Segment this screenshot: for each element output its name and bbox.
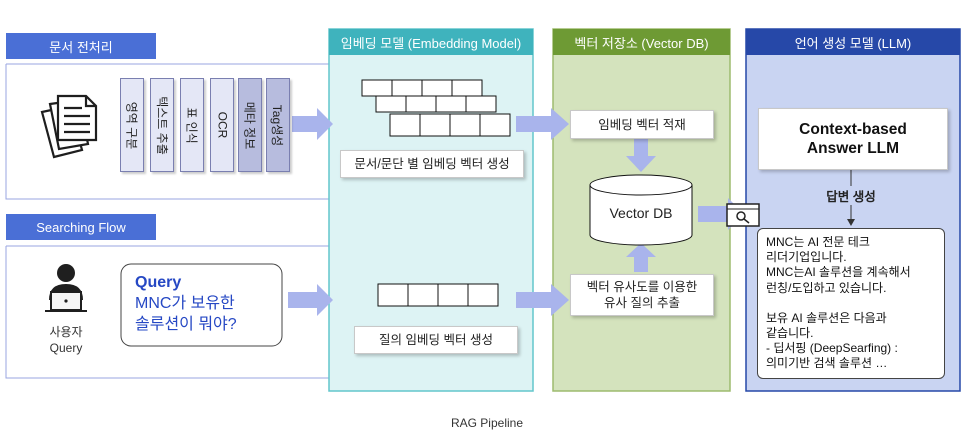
- query-embedding-grid: [377, 283, 499, 307]
- vector-db-label: Vector DB: [609, 205, 673, 221]
- arrow-down: [626, 139, 656, 172]
- document-icon: [40, 94, 98, 159]
- figure-caption: RAG Pipeline: [450, 416, 524, 430]
- arrow-preprocess: [292, 108, 333, 140]
- answer-line: MNC는 AI 전문 테크: [766, 235, 870, 249]
- doc-preprocess-title: 문서 전처리: [49, 39, 113, 55]
- query-bubble: [120, 263, 283, 347]
- tab-meta-info: 메타 정보: [238, 78, 262, 172]
- answer-line: 리더기업입니다.: [766, 250, 847, 265]
- arrow-up: [626, 243, 656, 272]
- user-label: 사용자 Query: [49, 325, 83, 355]
- tab-ocr: OCR: [210, 78, 234, 172]
- tab-region-split: 영역 구분: [120, 78, 144, 172]
- arrow-query: [288, 284, 333, 316]
- similarity-search-box: 벡터 유사도를 이용한 유사 질의 추출: [570, 274, 714, 316]
- answer-line: - 딥서핑 (DeepSearfing) :: [766, 341, 898, 356]
- tab-text-extract: 텍스트 추출: [150, 78, 174, 172]
- answer-line: 같습니다.: [766, 326, 814, 341]
- query-line-2: 솔루션이 뭐야?: [135, 316, 237, 333]
- arrow-query-search: [516, 284, 569, 316]
- doc-preprocess-header: [6, 33, 156, 59]
- answer-box: MNC는 AI 전문 테크 리더기업입니다. MNC는AI 솔루션을 계속해서 …: [757, 228, 945, 379]
- generate-answer-label: 답변 생성: [818, 186, 884, 205]
- query-line-1: MNC가 보유한: [135, 295, 235, 312]
- searching-flow-title: Searching Flow: [36, 219, 126, 235]
- searching-flow-header: [6, 214, 156, 240]
- llm-header: 언어 생성 모델 (LLM): [794, 35, 912, 51]
- vector-store-box: 임베딩 벡터 적재: [570, 110, 714, 139]
- answer-line: 의미기반 검색 솔루션 …: [766, 356, 888, 371]
- arrow-doc-store: [516, 108, 569, 140]
- tab-tag-generation: Tag생성: [266, 78, 290, 172]
- doc-embedding-grid: [361, 79, 511, 137]
- query-text: Query MNC가 보유한 솔루션이 뭐야?: [135, 272, 275, 335]
- vectordb-header: 벡터 저장소 (Vector DB): [574, 35, 709, 51]
- answer-line: 런칭/도입하고 있습니다.: [766, 280, 887, 295]
- user-icon: [40, 257, 92, 321]
- search-browser-icon: [726, 203, 760, 227]
- query-title: Query: [135, 274, 182, 291]
- answer-line: 보유 AI 솔루션은 다음과: [766, 310, 887, 325]
- query-embedding-box: 질의 임베딩 벡터 생성: [354, 326, 518, 354]
- embedding-header: 임베딩 모델 (Embedding Model): [340, 35, 522, 51]
- vector-db-cylinder: [589, 174, 693, 246]
- answer-line: MNC는AI 솔루션을 계속해서: [766, 265, 911, 280]
- doc-embedding-box: 문서/문단 별 임베딩 벡터 생성: [340, 150, 524, 178]
- tab-table-recognition: 표 인식: [180, 78, 204, 172]
- answer-line: [766, 296, 936, 311]
- context-llm-box: Context-based Answer LLM: [758, 108, 948, 170]
